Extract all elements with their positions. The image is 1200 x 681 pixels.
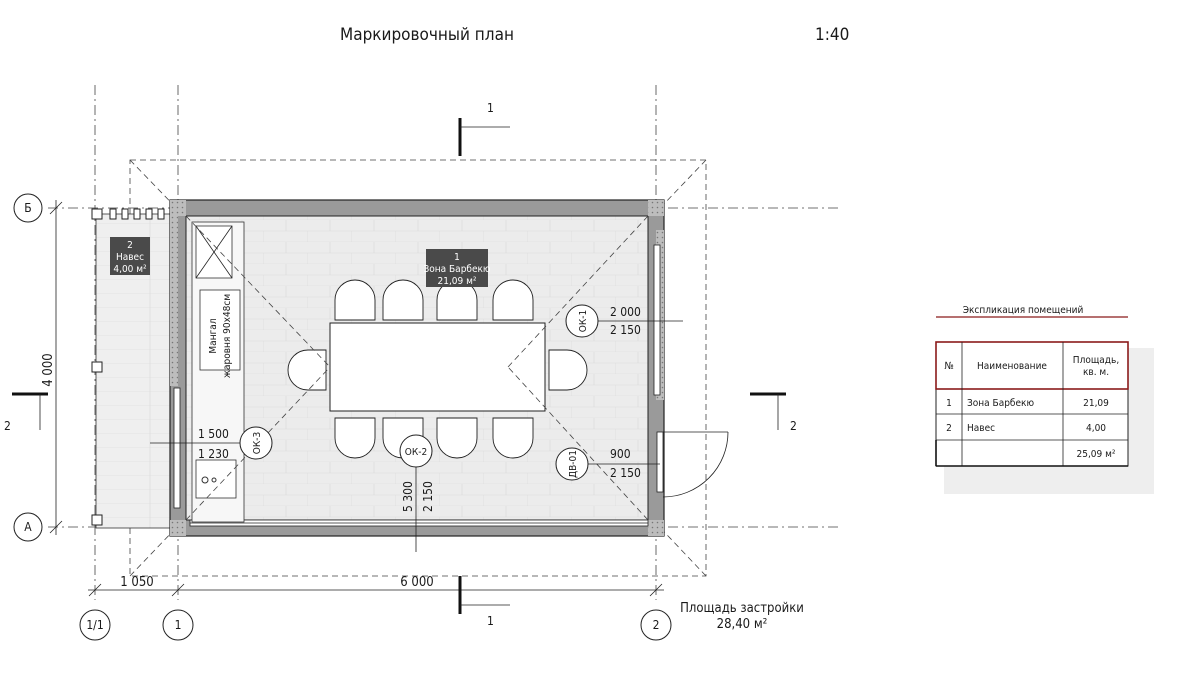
axis-2-label: 2 xyxy=(653,618,660,632)
room-1-name: Зона Барбекю xyxy=(423,263,490,275)
ok1-height: 2 150 xyxy=(610,323,641,337)
chairs xyxy=(287,279,588,459)
windows xyxy=(173,244,664,527)
section-1-bottom: 1 xyxy=(487,614,494,628)
dv-tag: ДВ-01 xyxy=(568,450,579,478)
building-area-value: 28,40 м² xyxy=(717,617,768,632)
ok3-tag: ОК-3 xyxy=(252,432,263,454)
dining-table xyxy=(329,322,546,412)
ok3-width: 1 500 xyxy=(198,427,229,441)
explication-row-2-area: 4,00 xyxy=(1086,423,1106,434)
explication-header-num: № xyxy=(944,361,953,372)
section-2-left: 2 xyxy=(4,419,11,433)
canopy-width-dim: 1 050 xyxy=(120,575,153,590)
room-1-area: 21,09 м² xyxy=(438,276,477,287)
ok2-height: 2 150 xyxy=(421,481,435,512)
door-swing xyxy=(662,431,729,498)
main-width-dim: 6 000 xyxy=(400,575,433,590)
room-2-number: 2 xyxy=(127,240,133,251)
dv-height: 2 150 xyxy=(610,466,641,480)
room-2-label-bg xyxy=(110,237,150,275)
ok3-height: 1 230 xyxy=(198,447,229,461)
dv-width: 900 xyxy=(610,447,631,461)
explication-total-area: 25,09 м² xyxy=(1077,449,1116,460)
ok1-tag: ОК-1 xyxy=(578,310,589,332)
axis-1-label: 1 xyxy=(175,618,182,632)
room-2-name: Навес xyxy=(116,252,144,263)
explication-row-2-num: 2 xyxy=(946,423,952,434)
grill-label-line2: жаровня 90х48см xyxy=(222,294,233,378)
section-2-right: 2 xyxy=(790,419,797,433)
explication-header-name: Наименование xyxy=(977,361,1047,372)
plan-title: Маркировочный план xyxy=(340,25,514,45)
height-dimension-line xyxy=(49,200,63,535)
explication-row-1-name: Зона Барбекю xyxy=(967,397,1034,409)
kitchen-counter xyxy=(191,221,245,523)
ok2-tag: ОК-2 xyxy=(405,447,427,458)
explication-table: Экспликация помещений xyxy=(935,305,1154,494)
grill-label-line1: Мангал xyxy=(208,318,219,353)
opening-tags xyxy=(150,304,683,552)
section-markers xyxy=(12,118,786,614)
explication-row-1-area: 21,09 xyxy=(1083,398,1109,409)
section-1-top: 1 xyxy=(487,101,494,115)
building-area-label: Площадь застройки xyxy=(680,601,804,616)
axis-1-1-label: 1/1 xyxy=(86,618,103,632)
axis-a-label: А xyxy=(24,520,32,534)
room-2-area: 4,00 м² xyxy=(113,264,147,275)
room-1-label-bg xyxy=(426,249,488,287)
explication-row-2-name: Навес xyxy=(967,423,995,434)
explication-title: Экспликация помещений xyxy=(963,305,1084,316)
ok1-width: 2 000 xyxy=(610,305,641,319)
explication-row-1-num: 1 xyxy=(946,398,952,409)
axis-b-label: Б xyxy=(24,201,31,215)
ok2-width: 5 300 xyxy=(401,481,415,512)
explication-header-area: Площадь,кв. м. xyxy=(1073,355,1119,378)
plan-scale: 1:40 xyxy=(815,25,849,45)
canopy-posts xyxy=(91,208,165,526)
room-1-number: 1 xyxy=(454,252,460,263)
axis-bubbles xyxy=(13,193,672,641)
width-dimension-line xyxy=(88,583,664,597)
total-height-dim: 4 000 xyxy=(41,353,56,386)
